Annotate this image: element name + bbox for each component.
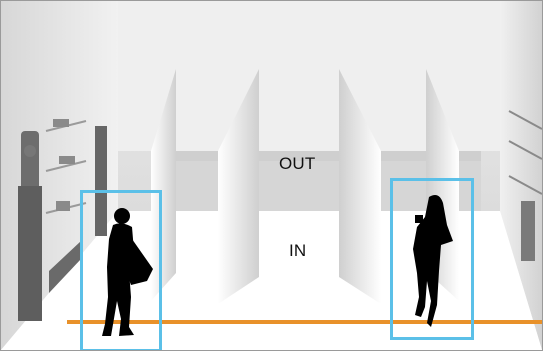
person-right-detection-box [390, 178, 474, 340]
person-left-detection-box [80, 190, 162, 351]
out-label: OUT [279, 154, 315, 174]
in-label: IN [289, 241, 306, 261]
